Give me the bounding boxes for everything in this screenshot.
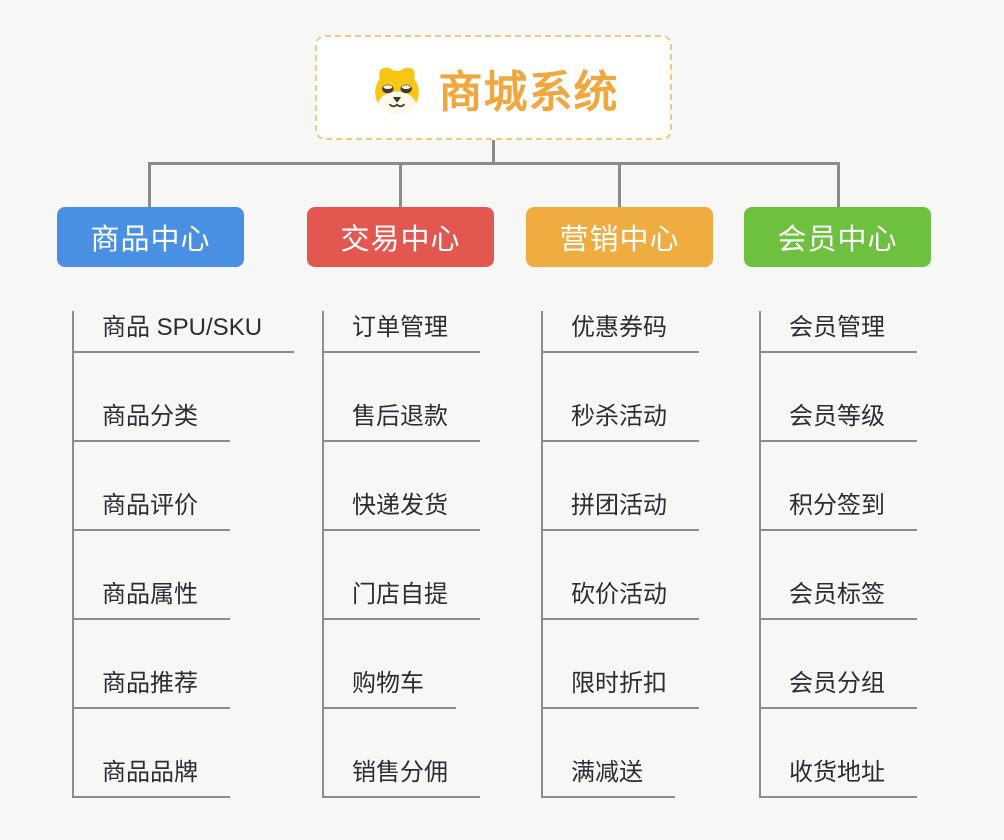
subtopic[interactable]: 订单管理 [324, 311, 480, 353]
connector-drop-2 [399, 164, 402, 207]
branch-member-center: 会员中心会员管理会员等级积分签到会员标签会员分组收货地址 [744, 207, 931, 798]
branch-topic-product-center[interactable]: 商品中心 [57, 207, 244, 267]
subtopic[interactable]: 商品品牌 [74, 756, 230, 798]
subtopic[interactable]: 积分签到 [761, 489, 917, 531]
branch-children-product-center: 商品 SPU/SKU 商品分类商品评价商品属性商品推荐商品品牌 [72, 311, 295, 798]
root-topic-label: 商城系统 [438, 67, 619, 117]
subtopic[interactable]: 购物车 [324, 667, 456, 709]
branch-product-center: 商品中心商品 SPU/SKU 商品分类商品评价商品属性商品推荐商品品牌 [57, 207, 295, 798]
subtopic[interactable]: 满减送 [543, 756, 675, 798]
subtopic[interactable]: 秒杀活动 [543, 400, 699, 442]
subtopic[interactable]: 优惠券码 [543, 311, 699, 353]
subtopic[interactable]: 商品分类 [74, 400, 230, 442]
subtopic[interactable]: 限时折扣 [543, 667, 699, 709]
subtopic[interactable]: 商品评价 [74, 489, 230, 531]
connector-drop-3 [618, 164, 621, 207]
subtopic[interactable]: 快递发货 [324, 489, 480, 531]
branch-children-marketing-center: 优惠券码秒杀活动拼团活动砍价活动限时折扣满减送 [541, 311, 699, 798]
branch-topic-label: 营销中心 [559, 224, 680, 256]
subtopic[interactable]: 商品 SPU/SKU [74, 311, 295, 353]
branch-topic-marketing-center[interactable]: 营销中心 [526, 207, 713, 267]
subtopic[interactable]: 会员等级 [761, 400, 917, 442]
subtopic[interactable]: 会员管理 [761, 311, 917, 353]
branch-topic-label: 会员中心 [777, 224, 898, 256]
connector-bus [148, 162, 840, 165]
connector-drop-1 [148, 164, 151, 207]
branch-topic-member-center[interactable]: 会员中心 [744, 207, 931, 267]
subtopic[interactable]: 会员分组 [761, 667, 917, 709]
subtopic[interactable]: 会员标签 [761, 578, 917, 620]
dog-face-icon [374, 67, 419, 114]
branch-topic-trade-center[interactable]: 交易中心 [307, 207, 494, 267]
branch-topic-label: 交易中心 [340, 224, 461, 256]
subtopic[interactable]: 商品属性 [74, 578, 230, 620]
subtopic[interactable]: 拼团活动 [543, 489, 699, 531]
branch-trade-center: 交易中心订单管理售后退款快递发货门店自提购物车销售分佣 [307, 207, 494, 798]
branch-children-trade-center: 订单管理售后退款快递发货门店自提购物车销售分佣 [322, 311, 480, 798]
subtopic[interactable]: 砍价活动 [543, 578, 699, 620]
subtopic[interactable]: 门店自提 [324, 578, 480, 620]
subtopic[interactable]: 售后退款 [324, 400, 480, 442]
connector-root-trunk [492, 140, 495, 163]
branch-children-member-center: 会员管理会员等级积分签到会员标签会员分组收货地址 [759, 311, 917, 798]
subtopic[interactable]: 商品推荐 [74, 667, 230, 709]
subtopic[interactable]: 收货地址 [761, 756, 917, 798]
connector-drop-4 [837, 164, 840, 207]
subtopic[interactable]: 销售分佣 [324, 756, 480, 798]
branch-marketing-center: 营销中心优惠券码秒杀活动拼团活动砍价活动限时折扣满减送 [526, 207, 713, 798]
root-topic[interactable]: 商城系统 [315, 35, 672, 140]
branch-topic-label: 商品中心 [90, 224, 211, 256]
